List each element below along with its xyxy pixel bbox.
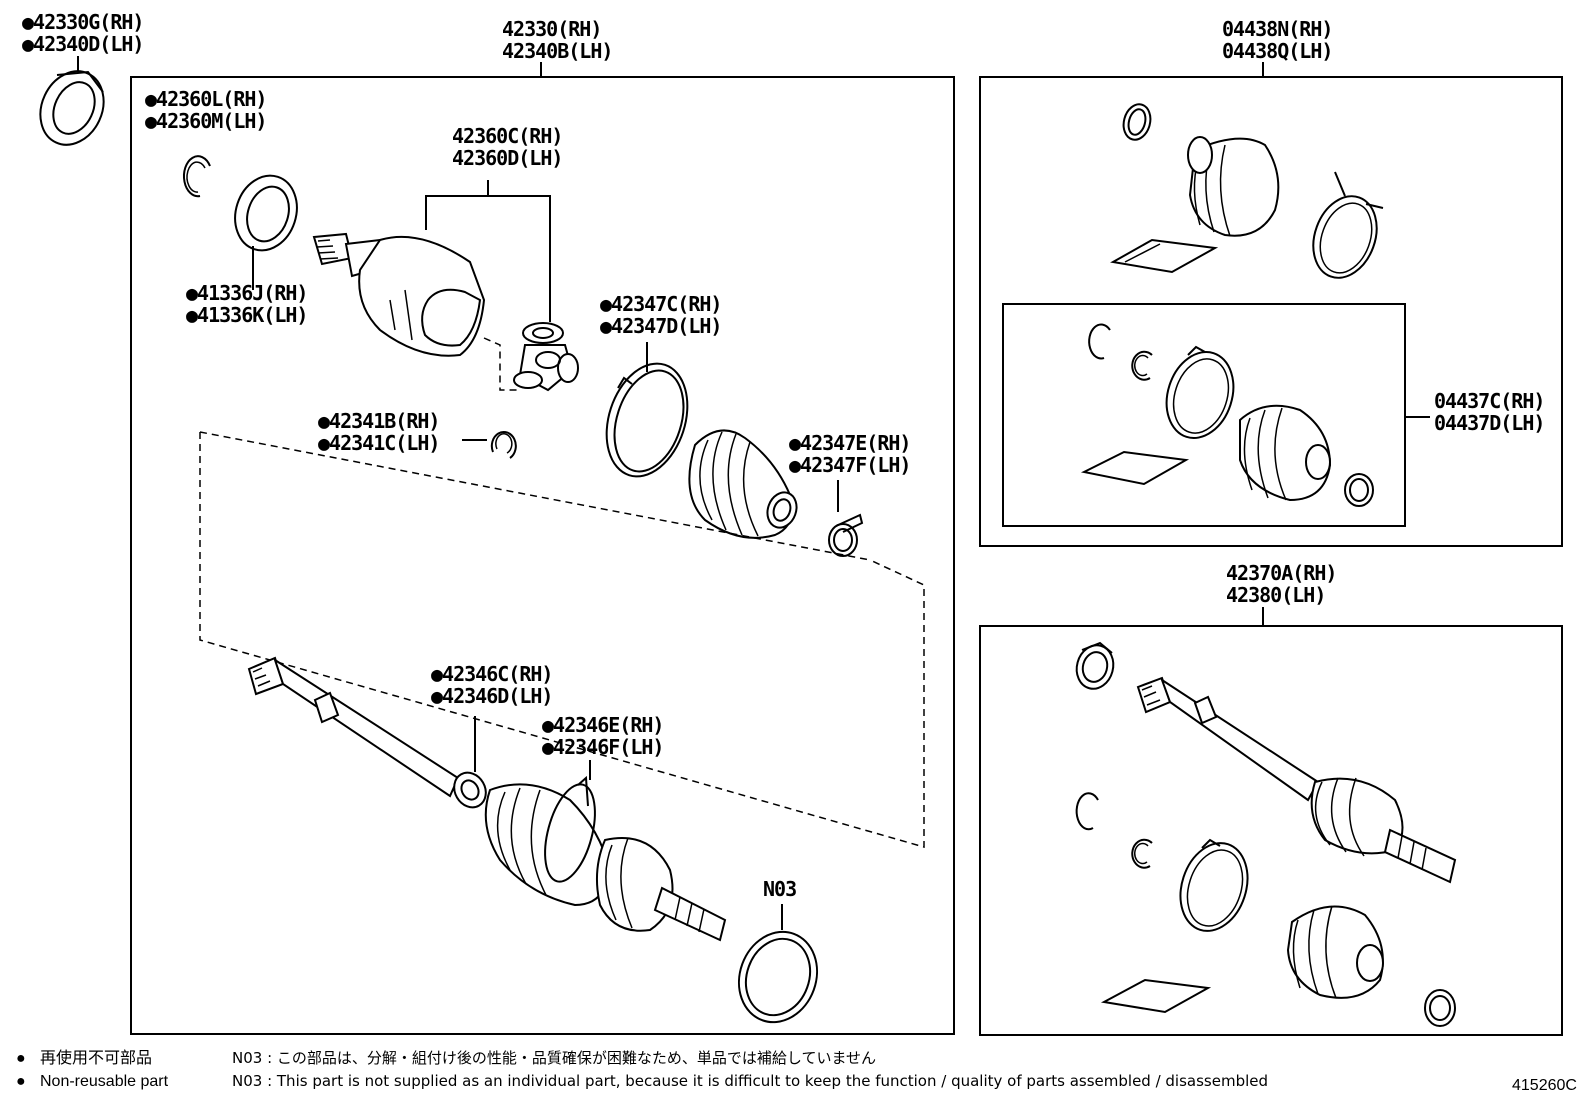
label-boot-clamp-large: ●42347C(RH) ●42347D(LH) — [600, 292, 722, 338]
svg-text:●41336J(RH): ●41336J(RH) — [186, 281, 307, 305]
svg-text:●42340D(LH): ●42340D(LH) — [22, 32, 143, 56]
svg-text:●41336K(LH): ●41336K(LH) — [186, 303, 307, 327]
snap-ring-mid-icon — [462, 431, 517, 459]
inner-kit-small-clamp-icon — [1344, 473, 1374, 507]
inner-kit-snap-ring-2-icon — [1131, 350, 1153, 381]
svg-text:●: ● — [16, 1073, 26, 1090]
label-boot-kit-outer: 04438N(RH) 04438Q(LH) — [1222, 17, 1333, 63]
oa-small-clamp-bottom-icon — [1424, 989, 1456, 1027]
svg-text:42330(RH): 42330(RH) — [502, 17, 601, 41]
boot-kit-outer-frame — [979, 76, 1563, 547]
inner-kit-clamp-icon — [1165, 345, 1235, 439]
svg-text:42340B(LH): 42340B(LH) — [502, 39, 612, 63]
oa-grease-packet-icon — [1100, 978, 1212, 1014]
inner-kit-snap-ring-icon — [1088, 323, 1111, 360]
outer-seal-icon — [39, 70, 105, 146]
svg-text:N03 : この部品は、分解・組付け後の性能・品質確保が困難: N03 : この部品は、分解・組付け後の性能・品質確保が困難なため、単品では補給… — [232, 1049, 876, 1067]
svg-text:●42330G(RH): ●42330G(RH) — [22, 10, 143, 34]
svg-text:●42347D(LH): ●42347D(LH) — [600, 314, 721, 338]
svg-text:●42341C(LH): ●42341C(LH) — [318, 431, 439, 455]
kit-small-clamp-icon — [1122, 103, 1152, 141]
svg-text:●42347F(LH): ●42347F(LH) — [789, 453, 910, 477]
svg-text:●42346D(LH): ●42346D(LH) — [431, 684, 552, 708]
svg-text:42370A(RH): 42370A(RH) — [1226, 561, 1336, 585]
oa-snap-ring-2-icon — [1131, 838, 1153, 869]
label-boot-kit-inner: 04437C(RH) 04437D(LH) — [1434, 389, 1545, 435]
tripod-icon — [513, 322, 579, 392]
svg-text:04437C(RH): 04437C(RH) — [1434, 389, 1544, 413]
oa-shaft-icon — [1136, 676, 1457, 884]
svg-text:●: ● — [16, 1050, 26, 1067]
svg-text:●42360L(RH): ●42360L(RH) — [145, 87, 266, 111]
main-assembly-frame — [130, 76, 955, 1035]
label-inboard-joint: 42360C(RH) 42360D(LH) — [452, 124, 563, 170]
inner-kit-boot-icon — [1239, 404, 1332, 502]
kit-boot-outer-icon — [1187, 136, 1280, 237]
drawing-number: 415260C — [1512, 1077, 1577, 1094]
dust-seal-icon — [234, 174, 298, 290]
label-n03: N03 — [763, 877, 796, 901]
oa-clamp-band-icon — [1179, 838, 1249, 932]
svg-text:42360C(RH): 42360C(RH) — [452, 124, 562, 148]
boot-clamp-small-icon — [828, 480, 864, 557]
svg-text:●42360M(LH): ●42360M(LH) — [145, 109, 266, 133]
grease-packet-icon — [1110, 238, 1219, 274]
outboard-assembly-frame — [979, 625, 1563, 1036]
svg-text:●42346C(RH): ●42346C(RH) — [431, 662, 552, 686]
oa-snap-ring-icon — [1075, 792, 1099, 831]
label-clamp-shaft-a: ●42346C(RH) ●42346D(LH) — [431, 662, 553, 708]
inner-kit-packet-icon — [1080, 450, 1190, 486]
svg-text:●42341B(RH): ●42341B(RH) — [318, 409, 439, 433]
svg-text:再使用不可部品: 再使用不可部品 — [40, 1049, 152, 1067]
label-main-assembly: 42330(RH) 42340B(LH) — [502, 17, 613, 63]
inboard-joint-housing-icon — [312, 232, 486, 357]
svg-text:04438Q(LH): 04438Q(LH) — [1222, 39, 1332, 63]
label-outer-seal: ●42330G(RH) ●42340D(LH) — [22, 10, 144, 56]
label-outboard-assembly: 42370A(RH) 42380(LH) — [1226, 561, 1337, 607]
snap-ring-icon — [183, 155, 211, 198]
drive-shaft-icon — [247, 656, 727, 942]
svg-text:04438N(RH): 04438N(RH) — [1222, 17, 1332, 41]
label-snap-ring-mid: ●42341B(RH) ●42341C(LH) — [318, 409, 440, 455]
boot-clamp-large-icon — [605, 342, 689, 478]
kit-clamp-band-icon — [1312, 171, 1384, 279]
svg-text:N03 : This part is not supplie: N03 : This part is not supplied as an in… — [232, 1072, 1268, 1090]
svg-text:●42346E(RH): ●42346E(RH) — [542, 713, 663, 737]
svg-text:04437D(LH): 04437D(LH) — [1434, 411, 1544, 435]
label-boot-clamp-small: ●42347E(RH) ●42347F(LH) — [789, 431, 911, 477]
svg-text:●42347E(RH): ●42347E(RH) — [789, 431, 910, 455]
label-dust-seal: ●41336J(RH) ●41336K(LH) — [186, 281, 308, 327]
label-snap-ring-top: ●42360L(RH) ●42360M(LH) — [145, 87, 267, 133]
svg-text:Non-reusable part: Non-reusable part — [40, 1073, 169, 1090]
svg-text:42380(LH): 42380(LH) — [1226, 583, 1325, 607]
legend: ● 再使用不可部品 ● Non-reusable part — [16, 1049, 169, 1090]
n03-ring-icon — [737, 904, 819, 1024]
label-clamp-shaft-b: ●42346E(RH) ●42346F(LH) — [542, 713, 664, 759]
oa-boot-icon — [1286, 905, 1384, 999]
svg-text:42360D(LH): 42360D(LH) — [452, 146, 562, 170]
inboard-boot-icon — [688, 429, 798, 539]
svg-text:●42347C(RH): ●42347C(RH) — [600, 292, 721, 316]
oa-small-clamp-top-icon — [1075, 641, 1115, 690]
footnote: N03 : この部品は、分解・組付け後の性能・品質確保が困難なため、単品では補給… — [232, 1049, 1268, 1090]
boot-kit-inner-frame — [1002, 303, 1406, 527]
